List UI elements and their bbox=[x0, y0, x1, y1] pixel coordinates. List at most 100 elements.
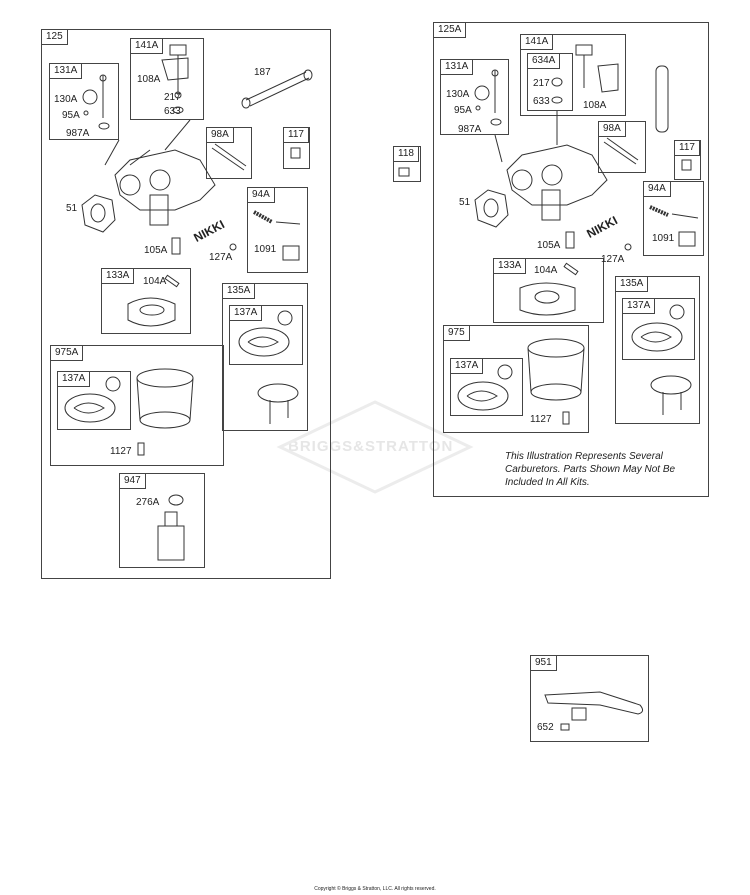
kit-137A-box-2: 137A bbox=[57, 371, 131, 430]
label-987A-r: 987A bbox=[458, 124, 482, 135]
kit-137A-box-r1: 137A bbox=[622, 298, 695, 360]
plug-117-icon-r bbox=[681, 159, 692, 171]
label-95A-r: 95A bbox=[454, 105, 472, 116]
jet-105A-icon bbox=[171, 237, 181, 255]
gasket-127A-icon bbox=[229, 243, 237, 251]
gasket-137A-icon-r bbox=[631, 304, 685, 352]
kit-634A-tag: 634A bbox=[528, 54, 561, 69]
fuel-shutoff-solenoid-icon-r bbox=[551, 44, 619, 104]
kit-disclaimer-note: This Illustration Represents Several Car… bbox=[505, 451, 676, 488]
part-117-box-r: 117 bbox=[674, 140, 701, 180]
float-bowl-975A-icon bbox=[136, 368, 194, 456]
label-633-r: 633 bbox=[533, 96, 550, 107]
kit-947-tag: 947 bbox=[120, 474, 146, 489]
label-217-r: 217 bbox=[533, 78, 550, 89]
carburetor-body-icon-r bbox=[494, 111, 608, 221]
kit-634A-box: 634A bbox=[527, 53, 573, 111]
kit-135A-tag-r: 135A bbox=[616, 277, 649, 292]
kit-94A-box-r: 94A bbox=[643, 181, 704, 256]
kit-135A-box-r: 135A bbox=[615, 276, 700, 424]
kit-131A-tag: 131A bbox=[50, 64, 83, 79]
kit-94A-tag-r: 94A bbox=[644, 182, 671, 197]
fuel-tube-187-icon bbox=[241, 69, 313, 109]
kit-137A-box-r2: 137A bbox=[450, 358, 523, 416]
label-105A-r: 105A bbox=[537, 240, 561, 251]
gasket-51-icon-r bbox=[474, 189, 509, 228]
throttle-shaft-131A-icon-r bbox=[474, 69, 502, 126]
mixture-screw-94A-icon bbox=[253, 210, 301, 261]
label-108A: 108A bbox=[137, 74, 161, 85]
kit-94A-tag: 94A bbox=[248, 188, 275, 203]
label-652: 652 bbox=[537, 722, 554, 733]
kit-975A-tag: 975A bbox=[51, 346, 84, 361]
kit-131A-box: 131A bbox=[49, 63, 119, 140]
kit-137A-tag-r2: 137A bbox=[451, 359, 484, 374]
part-98A-tag: 98A bbox=[207, 128, 234, 143]
kit-141A-box-r: 141A bbox=[520, 34, 626, 116]
copyright-footer: Copyright © Briggs & Stratton, LLC. All … bbox=[314, 886, 436, 892]
gasket-137A-icon-2 bbox=[64, 376, 121, 423]
solenoid-947-icon bbox=[157, 494, 185, 561]
group-125A-tag: 125A bbox=[434, 23, 467, 38]
gasket-137A-icon bbox=[238, 310, 293, 357]
kit-131A-box-r: 131A bbox=[440, 59, 509, 135]
idle-screw-98A-icon-r bbox=[603, 137, 639, 165]
label-987A: 987A bbox=[66, 128, 90, 139]
fuel-tube-187-icon-r bbox=[655, 65, 669, 133]
part-98A-tag-r: 98A bbox=[599, 122, 626, 137]
part-117-tag-r: 117 bbox=[675, 141, 700, 156]
float-133A-icon-r bbox=[519, 262, 579, 316]
kit-141A-tag-r: 141A bbox=[521, 35, 554, 50]
kit-141A-box: 141A bbox=[130, 38, 204, 120]
label-127A-r: 127A bbox=[601, 254, 625, 265]
kit-951-tag: 951 bbox=[531, 656, 557, 671]
kit-133A-box: 133A bbox=[101, 268, 191, 334]
kit-94A-box: 94A bbox=[247, 187, 308, 273]
kit-137A-box-1: 137A bbox=[229, 305, 303, 365]
label-1091-r: 1091 bbox=[652, 233, 675, 244]
kit-133A-tag: 133A bbox=[102, 269, 135, 284]
kit-135A-tag: 135A bbox=[223, 284, 256, 299]
kit-131A-tag-r: 131A bbox=[441, 60, 474, 75]
mixture-screw-94A-icon-r bbox=[649, 205, 699, 247]
part-118-tag: 118 bbox=[394, 147, 419, 162]
label-217: 217 bbox=[164, 92, 181, 103]
kit-975-tag: 975 bbox=[444, 326, 470, 341]
idle-screw-98A-icon bbox=[211, 143, 247, 171]
label-187: 187 bbox=[254, 67, 271, 78]
kit-141A-tag: 141A bbox=[131, 39, 164, 54]
kit-947-box: 947 bbox=[119, 473, 205, 568]
label-1091: 1091 bbox=[254, 244, 277, 255]
diaphragm-135A-icon bbox=[257, 383, 299, 424]
label-130A-r: 130A bbox=[446, 89, 470, 100]
label-1127: 1127 bbox=[110, 446, 132, 457]
kit-133A-box-r: 133A bbox=[493, 258, 604, 323]
kit-135A-box: 135A bbox=[222, 283, 308, 431]
label-633: 633 bbox=[164, 106, 181, 117]
float-bowl-975-icon bbox=[527, 338, 585, 425]
label-95A: 95A bbox=[62, 110, 80, 121]
diaphragm-135A-icon-r bbox=[650, 375, 692, 415]
choke-lever-951-icon bbox=[544, 691, 644, 731]
group-125-frame: 125 bbox=[41, 29, 331, 579]
carburetor-body-icon bbox=[104, 119, 216, 226]
jet-105A-icon-r bbox=[565, 231, 575, 249]
kit-137A-tag-r1: 137A bbox=[623, 299, 656, 314]
label-51-r: 51 bbox=[459, 197, 471, 208]
label-130A: 130A bbox=[54, 94, 78, 105]
kit-975-box: 975 bbox=[443, 325, 589, 433]
label-105A: 105A bbox=[144, 245, 168, 256]
kit-951-box: 951 bbox=[530, 655, 649, 742]
float-133A-icon bbox=[127, 274, 180, 327]
plug-117-icon bbox=[290, 147, 301, 159]
plug-118-icon bbox=[398, 167, 410, 177]
part-117-box: 117 bbox=[283, 127, 310, 169]
part-98A-box: 98A bbox=[206, 127, 252, 179]
part-118-box: 118 bbox=[393, 146, 421, 182]
group-125-tag: 125 bbox=[42, 30, 68, 45]
kit-133A-tag-r: 133A bbox=[494, 259, 527, 274]
group-125A-frame: 125A bbox=[433, 22, 709, 497]
kit-137A-tag-2: 137A bbox=[58, 372, 91, 387]
